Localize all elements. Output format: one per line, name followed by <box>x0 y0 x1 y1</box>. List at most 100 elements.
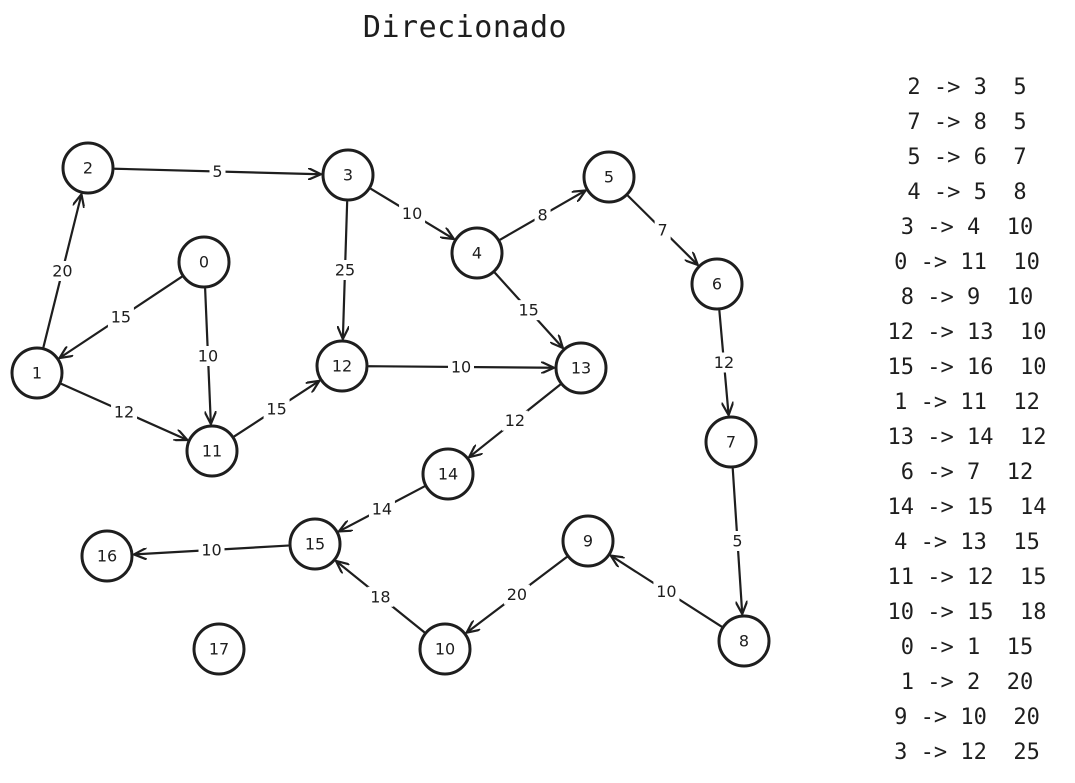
edge-weight-label: 10 <box>656 582 676 601</box>
edge-weight-label: 15 <box>111 308 131 327</box>
node-label: 15 <box>305 535 325 554</box>
node-label: 10 <box>435 640 455 659</box>
edge-weight-background <box>49 260 76 281</box>
edge-list-item: 10 -> 15 18 <box>887 600 1047 625</box>
edge-weight-label: 10 <box>451 357 471 376</box>
edge-8-9: 10 <box>612 556 723 628</box>
node-8: 8 <box>717 614 771 668</box>
edge-weight-background <box>368 498 395 519</box>
node-circle <box>177 235 231 289</box>
edge-3-4: 10 <box>370 187 453 239</box>
edge-weight-background <box>209 161 226 182</box>
edge-weight-label: 15 <box>266 399 286 418</box>
node-17: 17 <box>192 622 246 676</box>
node-5: 5 <box>582 150 636 204</box>
edge-weight-background <box>501 410 528 431</box>
node-10: 10 <box>418 622 472 676</box>
edge-weight-background <box>710 352 737 373</box>
edge-14-15: 14 <box>340 485 426 531</box>
edge-4-13: 15 <box>494 271 562 347</box>
edge-list-item: 6 -> 7 12 <box>900 460 1034 485</box>
node-circle <box>450 226 504 280</box>
node-14: 14 <box>421 447 475 501</box>
diagram-title: Direcionado <box>362 10 568 45</box>
edge-list-item: 0 -> 1 15 <box>900 635 1034 660</box>
edge-weight-background <box>534 205 551 226</box>
node-7: 7 <box>704 415 758 469</box>
node-label: 14 <box>438 465 458 484</box>
node-circle <box>561 514 615 568</box>
edge-weight-background <box>198 539 225 560</box>
node-label: 5 <box>604 168 614 187</box>
edge-weight-label: 14 <box>372 499 392 518</box>
node-circle <box>185 424 239 478</box>
edge-9-10: 20 <box>467 556 568 632</box>
node-2: 2 <box>61 141 115 195</box>
node-label: 6 <box>712 275 722 294</box>
node-circle <box>315 339 369 393</box>
edge-weight-background <box>194 346 221 367</box>
edge-weight-background <box>448 356 475 377</box>
node-label: 8 <box>739 632 749 651</box>
edge-weight-background <box>367 586 394 607</box>
node-13: 13 <box>554 341 608 395</box>
edge-weight-label: 15 <box>518 301 538 320</box>
edge-list-item: 13 -> 14 12 <box>887 425 1047 450</box>
node-label: 3 <box>343 166 353 185</box>
node-1: 1 <box>10 346 64 400</box>
node-label: 0 <box>199 253 209 272</box>
edge-list-item: 12 -> 13 10 <box>887 320 1047 345</box>
edge-1-2: 20 <box>42 195 82 348</box>
node-4: 4 <box>450 226 504 280</box>
edge-list-item: 15 -> 16 10 <box>887 355 1047 380</box>
node-label: 13 <box>571 359 591 378</box>
edge-13-14: 12 <box>470 383 561 457</box>
edge-weight-background <box>654 220 671 241</box>
edge-5-6: 7 <box>627 194 697 264</box>
edge-list-item: 11 -> 12 15 <box>887 565 1047 590</box>
node-label: 4 <box>472 244 482 263</box>
edge-weight-background <box>263 398 290 419</box>
node-circle <box>288 517 342 571</box>
edge-list-item: 2 -> 3 5 <box>907 75 1027 100</box>
node-circle <box>690 257 744 311</box>
edge-weight-background <box>332 260 359 281</box>
node-label: 2 <box>83 159 93 178</box>
node-circle <box>421 447 475 501</box>
edge-weight-label: 5 <box>732 532 742 551</box>
edge-weight-label: 5 <box>212 162 222 181</box>
node-circle <box>10 346 64 400</box>
edge-list-item: 14 -> 15 14 <box>887 495 1047 520</box>
edge-list-item: 4 -> 5 8 <box>907 180 1027 205</box>
edge-7-8: 5 <box>729 467 745 613</box>
edge-10-15: 18 <box>337 562 426 634</box>
node-circle <box>717 614 771 668</box>
edge-4-5: 8 <box>499 191 584 241</box>
node-circle <box>321 148 375 202</box>
edge-list-item: 1 -> 2 20 <box>900 670 1034 695</box>
node-label: 1 <box>32 364 42 383</box>
node-circle <box>704 415 758 469</box>
edge-0-11: 10 <box>194 287 221 423</box>
node-12: 12 <box>315 339 369 393</box>
node-label: 12 <box>332 357 352 376</box>
node-circle <box>80 529 134 583</box>
edge-weight-label: 8 <box>537 206 547 225</box>
edge-weight-background <box>111 401 138 422</box>
node-9: 9 <box>561 514 615 568</box>
node-6: 6 <box>690 257 744 311</box>
edge-list-item: 9 -> 10 20 <box>894 705 1040 730</box>
edge-weight-label: 12 <box>505 411 525 430</box>
edge-weight-label: 12 <box>114 402 134 421</box>
edge-weight-label: 25 <box>335 261 355 280</box>
edge-list-item: 1 -> 11 12 <box>894 390 1040 415</box>
edge-weight-label: 20 <box>507 585 527 604</box>
edge-list-item: 0 -> 11 10 <box>894 250 1040 275</box>
node-circle <box>418 622 472 676</box>
edge-weight-background <box>399 203 426 224</box>
node-circle <box>61 141 115 195</box>
node-16: 16 <box>80 529 134 583</box>
